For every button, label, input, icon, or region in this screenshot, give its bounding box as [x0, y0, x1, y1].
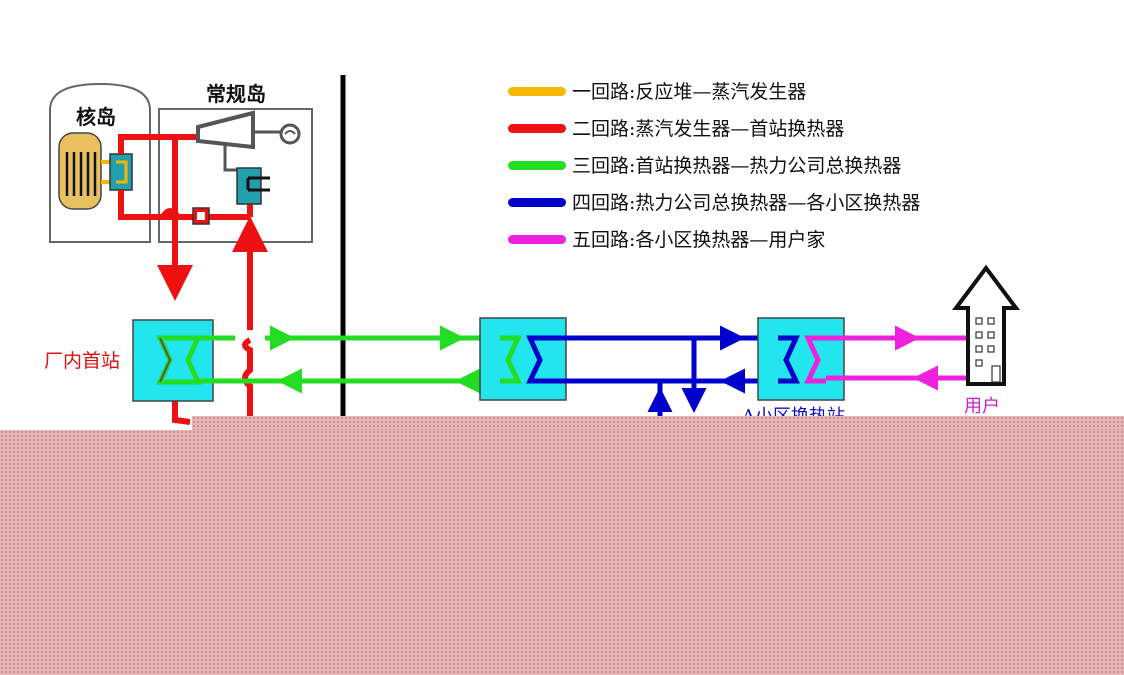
- legend-item: 五回路:各小区换热器—用户家: [508, 222, 1068, 259]
- legend-item: 二回路:蒸汽发生器—首站换热器: [508, 111, 1068, 148]
- generator-icon: [279, 123, 301, 145]
- steam-generator-icon: [109, 153, 133, 191]
- house-icon: [952, 264, 1020, 386]
- legend-label: 四回路:热力公司总换热器—各小区换热器: [572, 192, 921, 214]
- legend-swatch: [508, 161, 566, 170]
- user-label: 用户: [964, 396, 1000, 417]
- occluding-panel-top: [192, 416, 1124, 431]
- legend-label: 一回路:反应堆—蒸汽发生器: [572, 81, 807, 103]
- legend-swatch: [508, 235, 566, 244]
- legend-item: 四回路:热力公司总换热器—各小区换热器: [508, 185, 1068, 222]
- legend-item: 三回路:首站换热器—热力公司总换热器: [508, 148, 1068, 185]
- conventional-island-label: 常规岛: [206, 82, 266, 106]
- condenser-icon: [236, 167, 270, 205]
- occluding-panel: [0, 430, 1124, 675]
- legend-label: 二回路:蒸汽发生器—首站换热器: [572, 118, 845, 140]
- legend-label: 三回路:首站换热器—热力公司总换热器: [572, 155, 902, 177]
- legend-label: 五回路:各小区换热器—用户家: [572, 229, 826, 251]
- heat-exchanger-icon: [479, 317, 567, 401]
- nuclear-island-label: 核岛: [76, 105, 116, 129]
- legend-swatch: [508, 198, 566, 207]
- crossover: [160, 208, 181, 219]
- heat-exchanger-icon: [132, 319, 214, 402]
- legend: 一回路:反应堆—蒸汽发生器 二回路:蒸汽发生器—首站换热器 三回路:首站换热器—…: [508, 74, 1068, 259]
- legend-swatch: [508, 87, 566, 96]
- reactor-icon: [58, 132, 102, 210]
- plant-head-station-label: 厂内首站: [44, 350, 121, 372]
- heat-exchanger-icon: [757, 317, 845, 401]
- legend-item: 一回路:反应堆—蒸汽发生器: [508, 74, 1068, 111]
- pump-icon: [192, 207, 210, 225]
- fifth-loop: [826, 325, 991, 391]
- legend-swatch: [508, 124, 566, 133]
